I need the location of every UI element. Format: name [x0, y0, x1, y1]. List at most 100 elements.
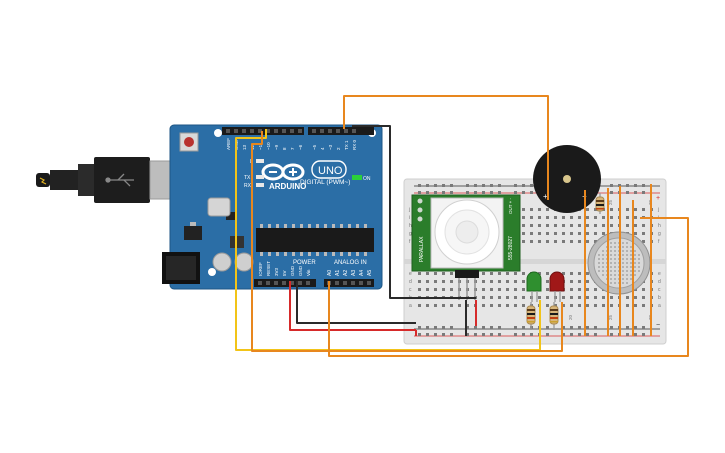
breadboard-hole[interactable]	[466, 326, 469, 329]
breadboard-hole[interactable]	[602, 216, 605, 219]
breadboard-hole[interactable]	[538, 224, 541, 227]
breadboard-hole[interactable]	[586, 232, 589, 235]
wire-buzzer-signal[interactable]	[343, 95, 549, 200]
breadboard-hole[interactable]	[562, 240, 565, 243]
breadboard-hole[interactable]	[434, 304, 437, 307]
breadboard-hole[interactable]	[442, 280, 445, 283]
breadboard-hole[interactable]	[522, 326, 525, 329]
breadboard-hole[interactable]	[586, 272, 589, 275]
breadboard-hole[interactable]	[562, 296, 565, 299]
breadboard-hole[interactable]	[466, 191, 469, 194]
breadboard-hole[interactable]	[586, 240, 589, 243]
breadboard-hole[interactable]	[578, 296, 581, 299]
analog-pin[interactable]	[343, 281, 347, 285]
breadboard-hole[interactable]	[602, 304, 605, 307]
breadboard-hole[interactable]	[498, 296, 501, 299]
breadboard-hole[interactable]	[426, 191, 429, 194]
breadboard-hole[interactable]	[522, 280, 525, 283]
breadboard-hole[interactable]	[474, 326, 477, 329]
breadboard-hole[interactable]	[538, 232, 541, 235]
breadboard-hole[interactable]	[610, 224, 613, 227]
breadboard-hole[interactable]	[610, 296, 613, 299]
breadboard-hole[interactable]	[506, 272, 509, 275]
power-pin[interactable]	[274, 281, 278, 285]
breadboard-hole[interactable]	[434, 184, 437, 187]
breadboard-hole[interactable]	[498, 191, 501, 194]
digital-pin[interactable]	[282, 129, 286, 133]
breadboard-hole[interactable]	[610, 326, 613, 329]
breadboard-hole[interactable]	[586, 216, 589, 219]
breadboard-hole[interactable]	[642, 184, 645, 187]
breadboard-hole[interactable]	[626, 216, 629, 219]
breadboard-hole[interactable]	[498, 326, 501, 329]
breadboard-hole[interactable]	[450, 333, 453, 336]
wire-5v[interactable]	[289, 281, 416, 331]
breadboard-hole[interactable]	[594, 232, 597, 235]
breadboard-hole[interactable]	[442, 304, 445, 307]
breadboard-hole[interactable]	[450, 184, 453, 187]
breadboard-hole[interactable]	[498, 280, 501, 283]
breadboard-hole[interactable]	[586, 304, 589, 307]
breadboard-hole[interactable]	[546, 304, 549, 307]
power-pin[interactable]	[258, 281, 262, 285]
breadboard-hole[interactable]	[546, 208, 549, 211]
breadboard-hole[interactable]	[442, 288, 445, 291]
breadboard-hole[interactable]	[594, 288, 597, 291]
breadboard-hole[interactable]	[562, 304, 565, 307]
breadboard-hole[interactable]	[418, 326, 421, 329]
breadboard-hole[interactable]	[482, 288, 485, 291]
digital-pin[interactable]	[312, 129, 316, 133]
breadboard-hole[interactable]	[586, 296, 589, 299]
breadboard-hole[interactable]	[490, 288, 493, 291]
breadboard-hole[interactable]	[642, 232, 645, 235]
breadboard-hole[interactable]	[434, 272, 437, 275]
digital-pin[interactable]	[234, 129, 238, 133]
breadboard-hole[interactable]	[482, 333, 485, 336]
breadboard-hole[interactable]	[570, 272, 573, 275]
piezo-buzzer[interactable]: + −	[533, 145, 601, 213]
breadboard-hole[interactable]	[642, 333, 645, 336]
reset-button-cap[interactable]	[184, 137, 194, 147]
breadboard-hole[interactable]	[442, 184, 445, 187]
breadboard-hole[interactable]	[514, 272, 517, 275]
breadboard-hole[interactable]	[610, 208, 613, 211]
breadboard-hole[interactable]	[418, 280, 421, 283]
breadboard-hole[interactable]	[554, 216, 557, 219]
breadboard-hole[interactable]	[442, 191, 445, 194]
breadboard-hole[interactable]	[570, 304, 573, 307]
breadboard-hole[interactable]	[634, 208, 637, 211]
breadboard-hole[interactable]	[586, 208, 589, 211]
breadboard-hole[interactable]	[626, 296, 629, 299]
breadboard-hole[interactable]	[474, 191, 477, 194]
breadboard-hole[interactable]	[450, 288, 453, 291]
breadboard-hole[interactable]	[482, 191, 485, 194]
breadboard-hole[interactable]	[466, 184, 469, 187]
breadboard-hole[interactable]	[554, 240, 557, 243]
breadboard-hole[interactable]	[642, 304, 645, 307]
power-pin[interactable]	[298, 281, 302, 285]
breadboard-hole[interactable]	[634, 304, 637, 307]
breadboard-hole[interactable]	[426, 184, 429, 187]
breadboard-hole[interactable]	[538, 296, 541, 299]
digital-pin[interactable]	[344, 129, 348, 133]
power-pin[interactable]	[290, 281, 294, 285]
breadboard-hole[interactable]	[474, 333, 477, 336]
breadboard-hole[interactable]	[578, 288, 581, 291]
breadboard-hole[interactable]	[514, 296, 517, 299]
breadboard-hole[interactable]	[450, 304, 453, 307]
breadboard-hole[interactable]	[634, 184, 637, 187]
breadboard-hole[interactable]	[530, 240, 533, 243]
breadboard-hole[interactable]	[442, 326, 445, 329]
breadboard-hole[interactable]	[562, 272, 565, 275]
breadboard-hole[interactable]	[530, 333, 533, 336]
breadboard-hole[interactable]	[450, 191, 453, 194]
breadboard-hole[interactable]	[450, 280, 453, 283]
breadboard-hole[interactable]	[530, 216, 533, 219]
breadboard-hole[interactable]	[626, 208, 629, 211]
breadboard-hole[interactable]	[578, 216, 581, 219]
resistor-3[interactable]	[595, 193, 605, 214]
wire-orange-led[interactable]	[251, 131, 563, 352]
digital-pin[interactable]	[290, 129, 294, 133]
breadboard-hole[interactable]	[586, 280, 589, 283]
breadboard-hole[interactable]	[642, 224, 645, 227]
